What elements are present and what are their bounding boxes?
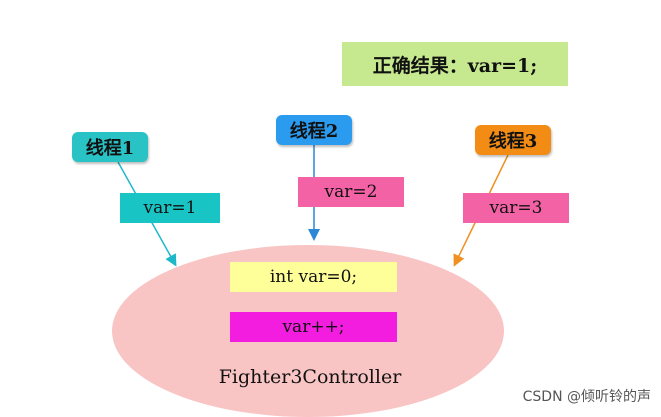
- thread2-value-box: var=2: [298, 177, 404, 207]
- code-increment-box: var++;: [230, 312, 397, 342]
- thread1-value-box: var=1: [120, 193, 220, 223]
- thread3-value-box: var=3: [463, 193, 569, 223]
- thread1-label: 线程1: [72, 132, 148, 162]
- code-declaration-box: int var=0;: [230, 262, 397, 292]
- correct-result-box: 正确结果：var=1;: [342, 42, 568, 86]
- csdn-watermark: CSDN @倾听铃的声: [522, 389, 651, 405]
- thread2-label: 线程2: [276, 115, 352, 145]
- thread3-label: 线程3: [475, 125, 551, 155]
- controller-name: Fighter3Controller: [218, 366, 402, 388]
